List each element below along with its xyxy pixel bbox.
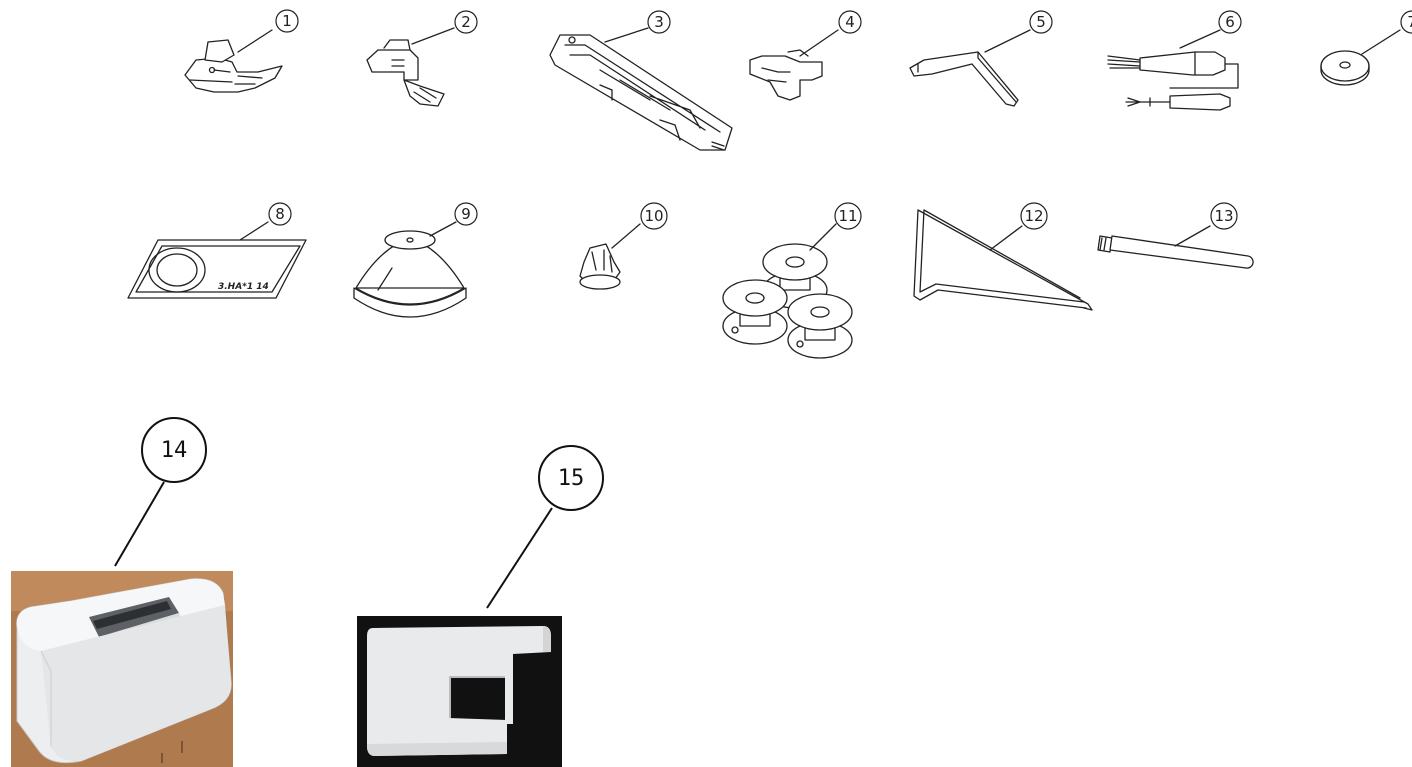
part-2-zipper-foot (367, 28, 454, 106)
callout-6-label: 6 (1225, 13, 1235, 31)
callout-9: 9 (455, 203, 477, 225)
callout-2-label: 2 (461, 13, 471, 31)
callout-5-label: 5 (1036, 13, 1046, 31)
part-5-quilting-guide (910, 30, 1030, 106)
callout-15: 15 (487, 446, 603, 608)
callout-3-label: 3 (654, 13, 664, 31)
part-11-bobbins (723, 224, 852, 358)
part-14-carry-case-photo (11, 571, 233, 767)
callout-11-label: 11 (838, 207, 857, 225)
callout-6: 6 (1219, 11, 1241, 33)
callout-12-label: 12 (1024, 207, 1043, 225)
callout-10-label: 10 (644, 207, 663, 225)
callout-14-label: 14 (161, 438, 188, 463)
callout-9-label: 9 (461, 205, 471, 223)
part-7-spool-felt (1321, 30, 1400, 85)
callout-13: 13 (1211, 203, 1237, 229)
callout-13-label: 13 (1214, 207, 1233, 225)
callout-7-label: 7 (1407, 13, 1412, 31)
callout-4-label: 4 (845, 13, 855, 31)
callout-7: 7 (1401, 11, 1412, 33)
part-3-buttonhole-foot (550, 28, 732, 150)
needle-pack-label: 3.HA*1 14 (218, 282, 269, 292)
part-12-hook-tool (914, 210, 1092, 310)
callout-1-label: 1 (282, 12, 292, 30)
callout-12: 12 (1021, 203, 1047, 229)
part-13-spool-pin (1098, 226, 1253, 268)
callout-3: 3 (648, 11, 670, 33)
callout-1: 1 (276, 10, 298, 32)
part-9-spool-cap (354, 222, 466, 317)
callout-14: 14 (115, 418, 206, 566)
part-8-needle-pack: 3.HA*1 14 (128, 222, 306, 298)
part-1-zigzag-foot (185, 30, 282, 92)
callout-4: 4 (839, 11, 861, 33)
callout-11: 11 (835, 203, 861, 229)
callout-5: 5 (1030, 11, 1052, 33)
callout-8-label: 8 (275, 205, 285, 223)
part-6-brush-and-seam-ripper (1108, 30, 1238, 110)
part-4-button-foot (750, 30, 838, 100)
callout-8: 8 (269, 203, 291, 225)
part-10-small-spool-cap (580, 224, 640, 289)
callout-15-label: 15 (558, 466, 585, 491)
callout-2: 2 (455, 11, 477, 33)
part-15-cover-photo (357, 616, 562, 767)
callout-10: 10 (641, 203, 667, 229)
